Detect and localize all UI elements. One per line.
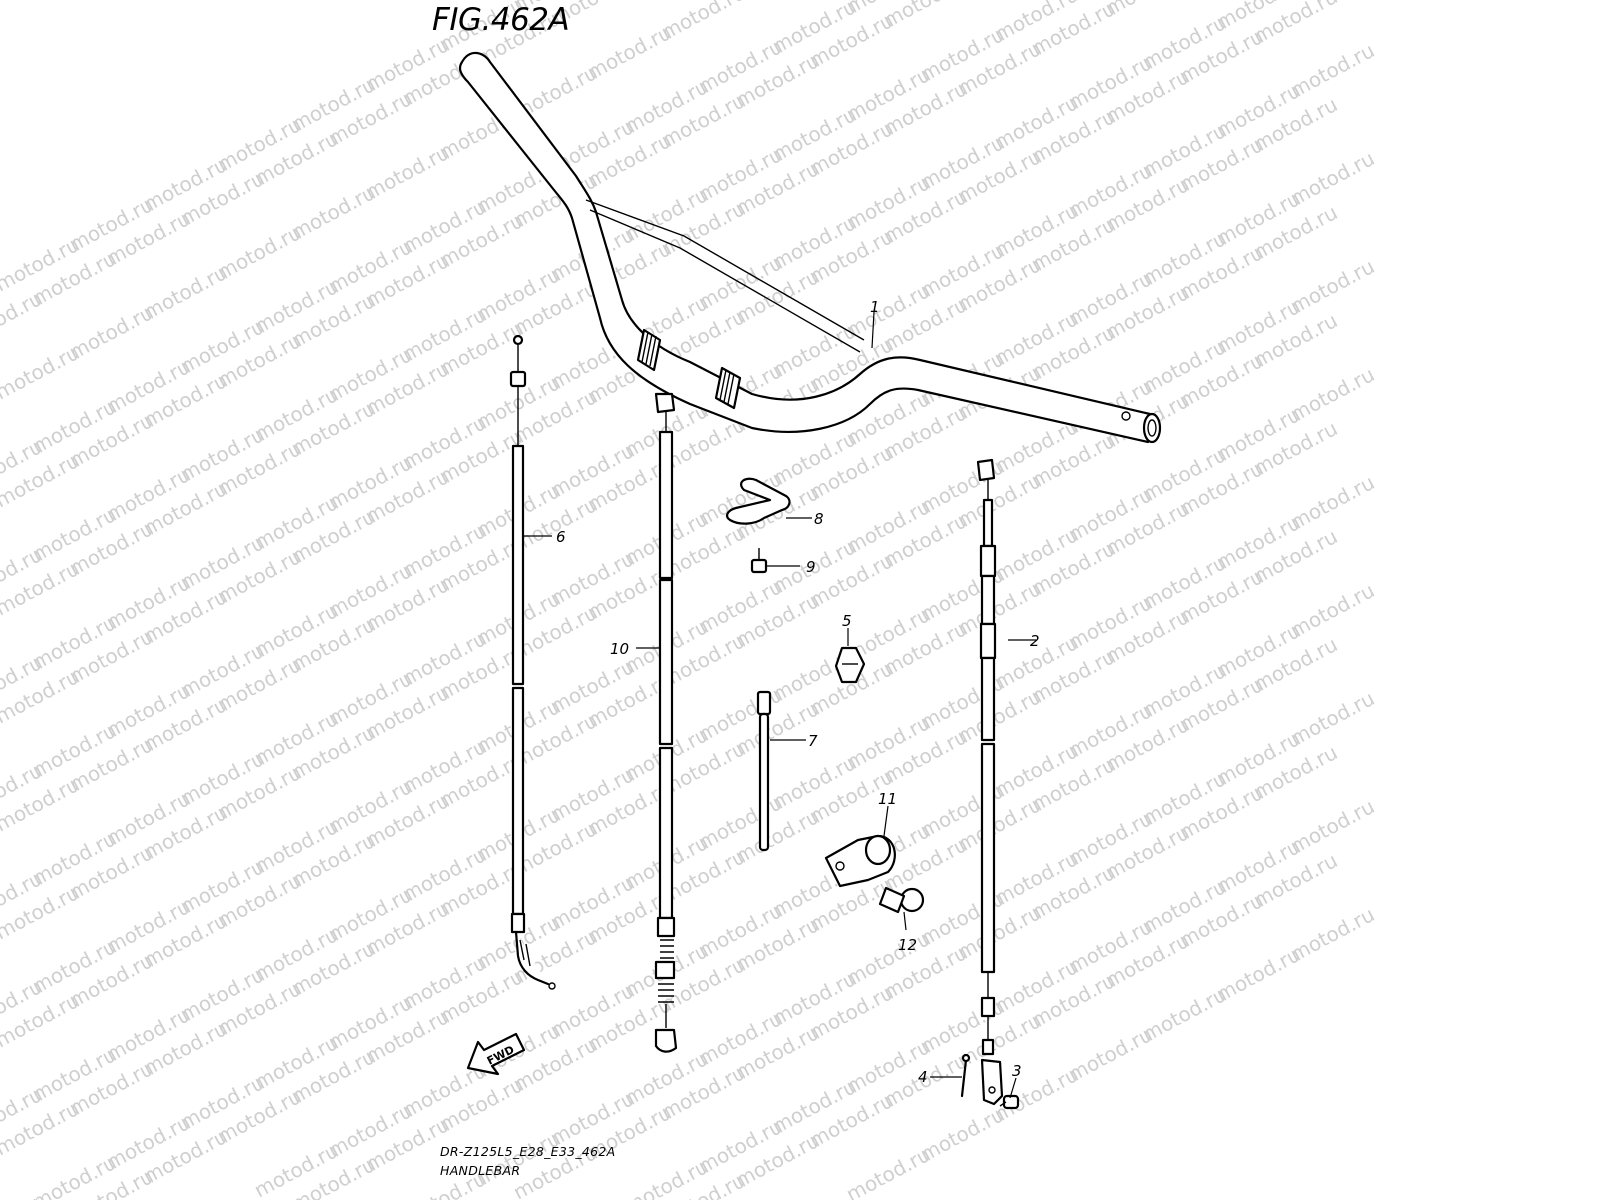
callout-9: 9 xyxy=(806,558,816,576)
watermark-text: motod.ru xyxy=(1286,146,1378,210)
cable-10-part[interactable] xyxy=(654,392,678,1053)
callout-numbers: 1 2 3 4 5 6 7 8 9 10 11 12 xyxy=(556,298,1040,1086)
guide-8-part[interactable] xyxy=(726,477,791,525)
figure-name: HANDLEBAR xyxy=(440,1163,521,1178)
watermark-text: motod.ru xyxy=(879,0,971,32)
watermark-text: motod.ru xyxy=(1286,470,1378,534)
watermark-layer: motod.rumotod.rumotod.rumotod.rumotod.ru… xyxy=(0,0,1378,1204)
cable-tie-7-part[interactable] xyxy=(756,690,772,852)
watermark-text: motod.ru xyxy=(1286,686,1378,750)
callout-12: 12 xyxy=(898,936,917,954)
watermark-text: motod.ru xyxy=(657,0,749,44)
watermark-text: motod.ru xyxy=(1101,0,1193,20)
callout-1: 1 xyxy=(870,298,880,316)
callout-5: 5 xyxy=(842,612,852,630)
callout-3: 3 xyxy=(1012,1062,1022,1080)
callout-2: 2 xyxy=(1030,632,1040,650)
clevis-part xyxy=(980,1058,1004,1106)
watermark-text: motod.ru xyxy=(1286,254,1378,318)
cotter-pin-4-part[interactable] xyxy=(960,1053,971,1098)
leader-lines xyxy=(524,311,1036,1099)
callout-7: 7 xyxy=(808,732,818,750)
callout-10: 10 xyxy=(610,640,629,658)
callout-8: 8 xyxy=(814,510,824,528)
watermark-text: motod.ru xyxy=(1286,902,1378,966)
cable-6-part[interactable] xyxy=(509,334,556,990)
cable-2-part[interactable] xyxy=(976,458,997,1056)
bolt-9-part[interactable] xyxy=(750,548,768,574)
clip-5-part[interactable] xyxy=(834,646,866,684)
watermark-text: motod.ru xyxy=(1286,794,1378,858)
bolt-12-part[interactable] xyxy=(878,886,925,914)
figure-code: DR-Z125L5_E28_E33_462A xyxy=(440,1144,616,1159)
callout-6: 6 xyxy=(556,528,566,546)
watermark-text: motod.ru xyxy=(731,0,823,4)
callout-11: 11 xyxy=(878,790,897,808)
callout-4: 4 xyxy=(918,1068,928,1086)
watermark-text: motod.ru xyxy=(1286,362,1378,426)
figure-title: FIG.462A xyxy=(432,2,570,38)
watermark-text: motod.ru xyxy=(1286,578,1378,642)
watermark-text: motod.ru xyxy=(1286,38,1378,102)
clamp-11-part[interactable] xyxy=(824,834,896,888)
handlebar-part[interactable] xyxy=(458,51,1162,444)
